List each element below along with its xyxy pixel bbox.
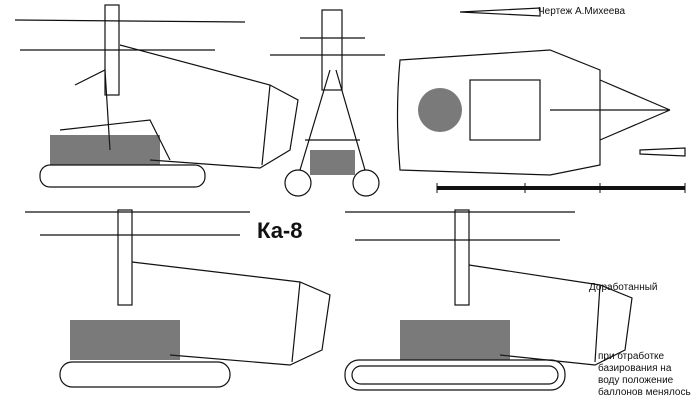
scale-bar	[436, 183, 686, 193]
side-view-modified-a	[25, 209, 331, 388]
front-view	[270, 9, 385, 197]
float-position-note: при отработке базирования на воду положе…	[598, 351, 691, 398]
side-view-original	[14, 4, 299, 188]
modified-label: Доработанный	[589, 282, 658, 293]
top-view	[396, 7, 686, 176]
author-credit: Чертеж А.Михеева	[538, 6, 626, 17]
side-view-modified-b	[344, 209, 633, 391]
drawing-title: Ка-8	[257, 218, 303, 243]
